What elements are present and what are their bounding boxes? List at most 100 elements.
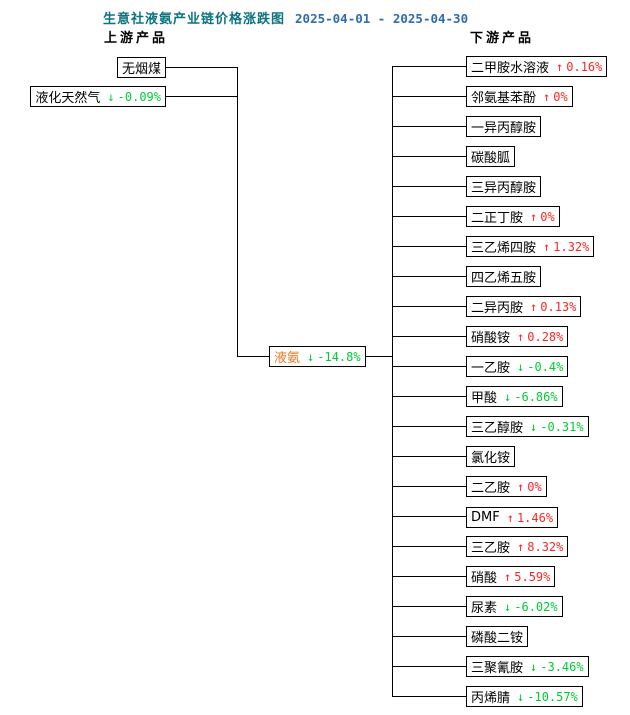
trend-arrow-icon: ↑ — [517, 479, 525, 494]
change-value: 8.32% — [527, 539, 564, 554]
product-name: 三异丙醇胺 — [471, 181, 537, 196]
product-box[interactable]: 氯化铵 — [466, 446, 516, 467]
title-text: 生意社液氨产业链价格涨跌图 — [103, 12, 286, 27]
product-box[interactable]: 邻氨基苯酚 ↑ 0% — [466, 86, 573, 107]
downstream-product-row: 三乙醇胺 ↓ -0.31% — [391, 416, 607, 437]
change-value: -3.46% — [540, 659, 584, 674]
product-box[interactable]: DMF ↑ 1.46% — [466, 507, 559, 528]
trend-arrow-icon: ↑ — [543, 239, 551, 254]
trend-arrow-icon: ↓ — [107, 89, 115, 104]
trend-arrow-icon: ↓ — [517, 359, 525, 374]
product-box[interactable]: 一乙胺 ↓ -0.4% — [466, 356, 569, 377]
product-box[interactable]: 甲酸 ↓ -6.86% — [466, 386, 563, 407]
product-name: 二乙胺 — [471, 481, 511, 496]
price-change: ↓ -0.09% — [107, 90, 161, 104]
product-box[interactable]: 三异丙醇胺 — [466, 176, 542, 197]
price-change: ↑ 8.32% — [517, 540, 563, 554]
product-name: 一异丙醇胺 — [471, 121, 537, 136]
price-change: ↑ 1.32% — [543, 240, 589, 254]
change-value: 5.59% — [514, 569, 551, 584]
product-name: 无烟煤 — [121, 62, 161, 77]
product-name: 液化天然气 — [35, 91, 101, 106]
trend-arrow-icon: ↓ — [307, 349, 315, 364]
product-name: 碳酸胍 — [471, 151, 511, 166]
downstream-column: 二甲胺水溶液 ↑ 0.16% 邻氨基苯酚 ↑ 0% 一异丙醇胺 碳酸胍 三异丙醇… — [391, 56, 608, 707]
product-name: 氯化铵 — [471, 451, 511, 466]
product-box[interactable]: 一异丙醇胺 — [466, 116, 542, 137]
product-box[interactable]: 硝酸铵 ↑ 0.28% — [466, 326, 569, 347]
product-box[interactable]: 尿素 ↓ -6.02% — [466, 596, 563, 617]
product-box[interactable]: 硝酸 ↑ 5.59% — [466, 566, 556, 587]
product-name: 邻氨基苯酚 — [471, 91, 537, 106]
price-change: ↓ -0.31% — [530, 420, 584, 434]
downstream-product-row: 丙烯腈 ↓ -10.57% — [391, 686, 607, 707]
downstream-product-row: 一乙胺 ↓ -0.4% — [391, 356, 607, 377]
downstream-product-row: 碳酸胍 — [391, 146, 607, 167]
trend-arrow-icon: ↓ — [504, 599, 512, 614]
trend-arrow-icon: ↑ — [530, 299, 538, 314]
downstream-product-row: 四乙烯五胺 — [391, 266, 607, 287]
change-value: -6.86% — [514, 389, 558, 404]
product-box[interactable]: 三乙胺 ↑ 8.32% — [466, 536, 569, 557]
price-change: ↓ -6.86% — [504, 390, 558, 404]
price-change: ↓ -0.4% — [517, 360, 563, 374]
product-box[interactable]: 二甲胺水溶液 ↑ 0.16% — [466, 56, 608, 77]
downstream-product-row: 三异丙醇胺 — [391, 176, 607, 197]
product-name: 二甲胺水溶液 — [471, 61, 550, 76]
product-name: 三乙胺 — [471, 541, 511, 556]
title-date-range: 2025-04-01 - 2025-04-30 — [295, 11, 469, 26]
product-box[interactable]: 三乙醇胺 ↓ -0.31% — [466, 416, 589, 437]
downstream-product-row: 邻氨基苯酚 ↑ 0% — [391, 86, 607, 107]
product-box[interactable]: 磷酸二铵 — [466, 626, 529, 647]
product-box[interactable]: 碳酸胍 — [466, 146, 516, 167]
change-value: -10.57% — [527, 689, 578, 704]
price-change: ↑ 0.16% — [556, 60, 602, 74]
downstream-product-row: 硝酸铵 ↑ 0.28% — [391, 326, 607, 347]
trend-arrow-icon: ↑ — [543, 89, 551, 104]
price-change: ↓ -3.46% — [530, 660, 584, 674]
product-name: 三聚氰胺 — [471, 661, 524, 676]
change-value: 0% — [553, 89, 568, 104]
product-box[interactable]: 二正丁胺 ↑ 0% — [466, 206, 560, 227]
downstream-product-row: 二甲胺水溶液 ↑ 0.16% — [391, 56, 608, 77]
product-name: 丙烯腈 — [471, 691, 511, 706]
change-value: 0.16% — [566, 59, 603, 74]
product-box[interactable]: 二乙胺 ↑ 0% — [466, 476, 547, 497]
center-product-box[interactable]: 液氨 ↓ -14.8% — [269, 346, 366, 367]
product-name: 尿素 — [471, 601, 498, 616]
downstream-product-row: 硝酸 ↑ 5.59% — [391, 566, 607, 587]
downstream-product-row: 三聚氰胺 ↓ -3.46% — [391, 656, 607, 677]
upstream-column: 无烟煤 液化天然气 ↓ -0.09% — [30, 57, 238, 107]
downstream-header: 下游产品 — [470, 31, 535, 46]
change-value: 0% — [527, 479, 542, 494]
product-box[interactable]: 三乙烯四胺 ↑ 1.32% — [466, 236, 595, 257]
product-box[interactable]: 二异丙胺 ↑ 0.13% — [466, 296, 582, 317]
change-value: -0.4% — [527, 359, 564, 374]
trend-arrow-icon: ↑ — [517, 539, 525, 554]
product-box[interactable]: 四乙烯五胺 — [466, 266, 542, 287]
product-name: 二正丁胺 — [471, 211, 524, 226]
price-change: ↑ 0% — [543, 90, 568, 104]
price-change: ↓ -6.02% — [504, 600, 558, 614]
upstream-vertical-connector-line — [237, 67, 238, 357]
trend-arrow-icon: ↑ — [506, 510, 514, 525]
product-box[interactable]: 三聚氰胺 ↓ -3.46% — [466, 656, 589, 677]
change-value: 0.13% — [540, 299, 577, 314]
downstream-product-row: 二乙胺 ↑ 0% — [391, 476, 607, 497]
downstream-product-row: 三乙烯四胺 ↑ 1.32% — [391, 236, 607, 257]
product-box[interactable]: 无烟煤 — [116, 57, 238, 78]
change-value: 0% — [540, 209, 555, 224]
product-box[interactable]: 液化天然气 ↓ -0.09% — [30, 86, 237, 107]
product-name: 硝酸 — [471, 571, 498, 586]
change-value: -0.31% — [540, 419, 584, 434]
center-left-connector-line — [237, 356, 270, 357]
downstream-product-row: 磷酸二铵 — [391, 626, 607, 647]
change-value: 1.32% — [553, 239, 590, 254]
change-value: -6.02% — [514, 599, 558, 614]
product-name: 甲酸 — [471, 391, 498, 406]
trend-arrow-icon: ↑ — [556, 59, 564, 74]
change-value: -14.8% — [317, 349, 361, 364]
page-title: 生意社液氨产业链价格涨跌图 2025-04-01 - 2025-04-30 — [103, 8, 468, 27]
product-box[interactable]: 丙烯腈 ↓ -10.57% — [466, 686, 583, 707]
